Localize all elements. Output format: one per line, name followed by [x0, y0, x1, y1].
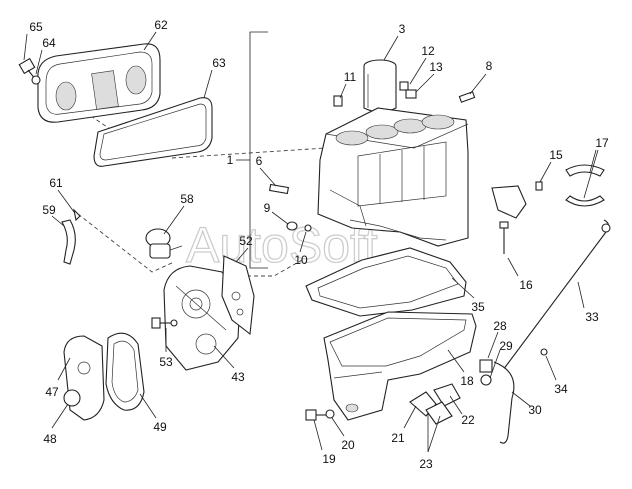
callout-29: 29: [499, 339, 513, 353]
mount-plates: [409, 383, 461, 425]
callout-61: 61: [49, 176, 63, 190]
sump-gasket: [305, 247, 467, 317]
bracket-1: [236, 31, 268, 269]
engine-block: [317, 107, 469, 247]
timing-front-cover: [163, 265, 241, 371]
callout-43: 43: [231, 370, 245, 384]
callout-16: 16: [519, 278, 533, 292]
callout-52: 52: [239, 234, 253, 248]
front-plate: [221, 255, 255, 336]
callout-11: 11: [344, 70, 357, 84]
callout-49: 49: [153, 420, 167, 434]
dipstick: [499, 219, 611, 375]
sender-12: [399, 81, 417, 99]
cover-washer: [31, 75, 41, 85]
main-bearing-shells: [565, 164, 605, 207]
callout-10: 10: [294, 253, 308, 267]
callout-21: 21: [391, 431, 405, 445]
callout-13: 13: [429, 60, 443, 74]
breather-hose: [61, 219, 76, 265]
bearing-cap: [491, 185, 527, 219]
tube-clip: [540, 348, 548, 356]
callout-48: 48: [43, 432, 57, 446]
callout-6: 6: [256, 154, 263, 168]
washer-20: [325, 409, 335, 419]
callout-labels: 65 64 62 63 3 12 13 11 8 1 6 15 17 61 59…: [29, 18, 609, 471]
timing-chain: [105, 332, 145, 411]
oil-pan: [323, 311, 477, 421]
callout-3: 3: [399, 22, 406, 36]
callout-33: 33: [585, 310, 599, 324]
callout-20: 20: [341, 438, 355, 452]
callout-62: 62: [154, 18, 168, 32]
callout-53: 53: [159, 355, 173, 369]
cylinder-liner: [363, 59, 397, 113]
callout-9: 9: [264, 201, 271, 215]
cap-bolt-16: [499, 221, 509, 254]
callout-30: 30: [528, 403, 542, 417]
timing-gasket: [63, 335, 105, 421]
callout-15: 15: [549, 148, 563, 162]
callout-34: 34: [554, 382, 568, 396]
dowel-pin-15: [535, 181, 543, 191]
ring-10: [304, 224, 312, 232]
callout-58: 58: [180, 192, 194, 206]
callout-1: 1: [227, 153, 234, 167]
callout-17: 17: [595, 136, 609, 150]
clip-61: [73, 208, 81, 222]
oil-filter-adapter: [479, 359, 493, 386]
callout-18: 18: [460, 374, 474, 388]
leader-lines: [23, 31, 599, 453]
dipstick-tube: [493, 361, 515, 444]
cover-gasket: [93, 97, 213, 167]
callout-59: 59: [42, 203, 56, 217]
callout-28: 28: [493, 319, 507, 333]
pin-8: [458, 91, 476, 103]
plug-11: [333, 95, 343, 107]
callout-47: 47: [45, 385, 59, 399]
callout-64: 64: [42, 36, 56, 50]
callout-65: 65: [29, 20, 43, 34]
callout-12: 12: [421, 44, 435, 58]
pin-6: [268, 183, 290, 195]
callout-63: 63: [212, 56, 226, 70]
bolt-53: [151, 317, 178, 329]
callout-19: 19: [322, 452, 336, 466]
crank-oil-seal: [63, 389, 81, 407]
callout-8: 8: [486, 59, 493, 73]
callout-35: 35: [471, 300, 485, 314]
valve-cover: [37, 43, 161, 123]
callout-22: 22: [461, 413, 475, 427]
callout-23: 23: [419, 457, 433, 471]
plug-9: [286, 221, 298, 231]
sensor-19: [305, 409, 326, 421]
